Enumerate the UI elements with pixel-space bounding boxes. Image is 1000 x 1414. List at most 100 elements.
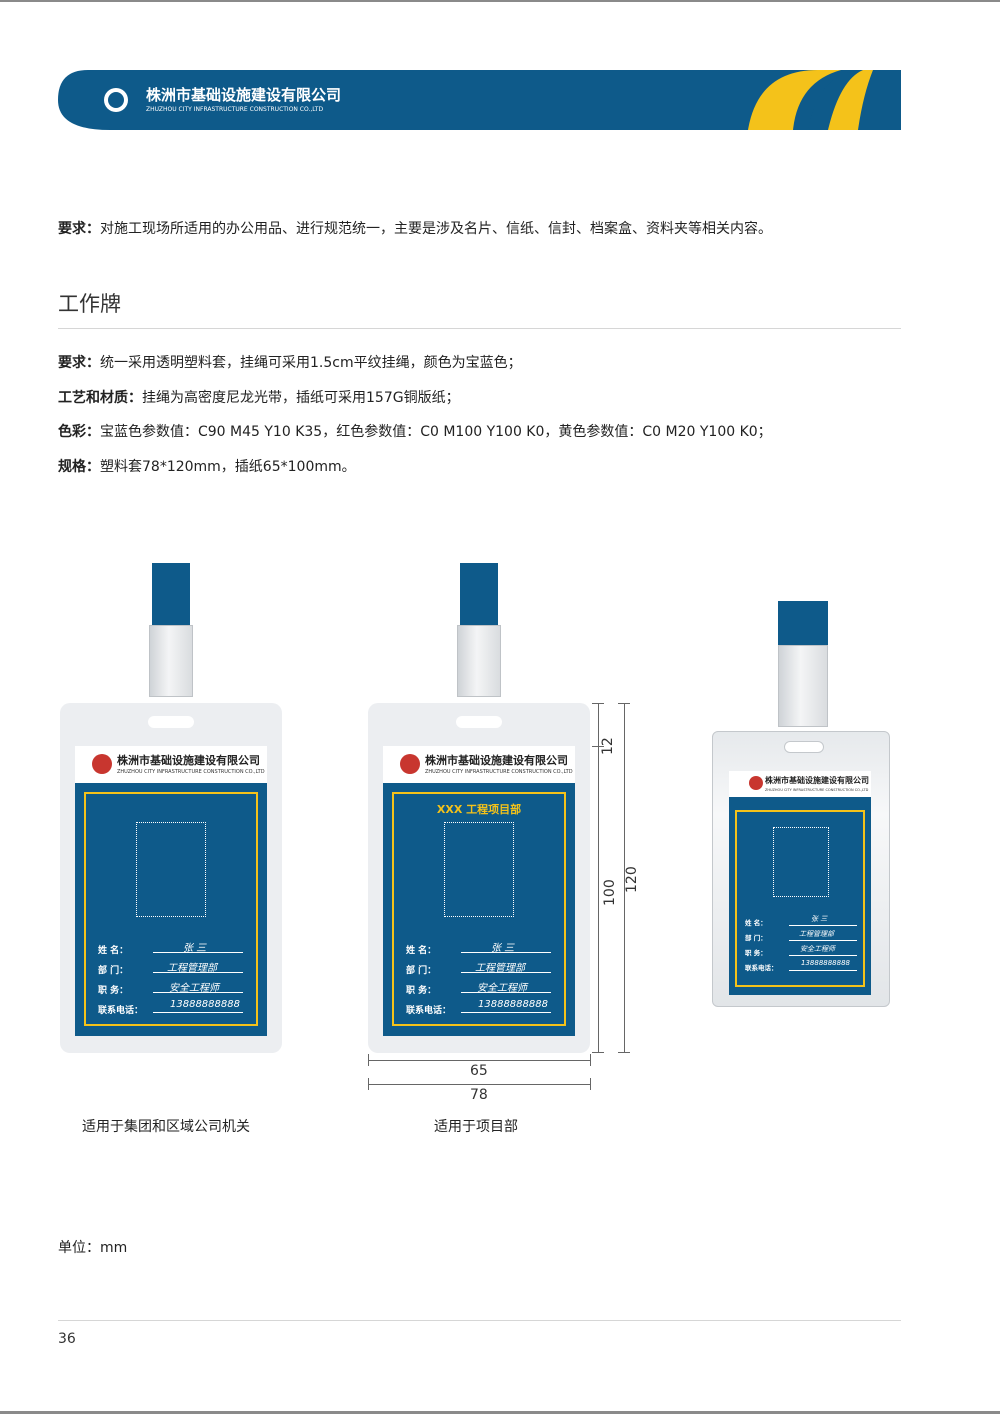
spec-text: 宝蓝色参数值：C90 M45 Y10 K35，红色参数值：C0 M100 Y10… — [100, 424, 772, 440]
intro-label: 要求： — [58, 221, 100, 237]
caption-office: 适用于集团和区域公司机关 — [82, 1119, 250, 1135]
dim-label-card: 100 — [602, 879, 618, 906]
card-company-name: 株洲市基础设施建设有限公司 — [425, 754, 568, 767]
field-value: 安全工程师 — [800, 945, 835, 953]
field-underline — [461, 952, 551, 953]
field-label: 姓 名： — [745, 919, 767, 927]
spec-text: 统一采用透明塑料套，挂绳可采用1.5cm平纹挂绳，颜色为宝蓝色； — [100, 355, 522, 371]
dim-label-case-width: 78 — [470, 1087, 488, 1103]
field-value: 安全工程师 — [169, 983, 219, 994]
field-value: 张 三 — [491, 943, 515, 954]
card-company-name: 株洲市基础设施建设有限公司 — [117, 754, 260, 767]
spec-requirement: 要求：统一采用透明塑料套，挂绳可采用1.5cm平纹挂绳，颜色为宝蓝色； — [58, 352, 522, 372]
field-underline — [153, 972, 243, 973]
unit-note: 单位：mm — [58, 1240, 128, 1256]
dim-line-card — [598, 746, 599, 1052]
lanyard-strap — [778, 601, 828, 645]
lanyard-clip — [778, 645, 828, 727]
spec-size: 规格：塑料套78*120mm，插纸65*100mm。 — [58, 456, 356, 476]
field-underline — [789, 955, 857, 956]
field-value: 工程管理部 — [475, 963, 525, 974]
field-underline — [789, 970, 857, 971]
field-label: 姓 名： — [406, 946, 437, 956]
lanyard-strap — [460, 563, 498, 633]
field-underline — [153, 1012, 243, 1013]
field-underline — [153, 992, 243, 993]
spec-label: 要求： — [58, 355, 100, 371]
spec-text: 挂绳为高密度尼龙光带，插纸可采用157G铜版纸； — [142, 390, 460, 406]
photo-placeholder — [444, 822, 514, 917]
field-label: 部 门： — [406, 966, 437, 976]
spec-label: 工艺和材质： — [58, 390, 142, 406]
spec-text: 塑料套78*120mm，插纸65*100mm。 — [100, 459, 356, 475]
case-slot — [784, 741, 824, 753]
header-company-english: ZHUZHOU CITY INFRASTRUCTURE CONSTRUCTION… — [146, 106, 324, 113]
spec-label: 规格： — [58, 459, 100, 475]
dim-tick — [618, 703, 630, 704]
dim-tick — [368, 1078, 369, 1090]
section-divider — [58, 328, 901, 329]
dim-line-case — [624, 703, 625, 1052]
dim-tick — [590, 1078, 591, 1090]
field-value: 工程管理部 — [167, 963, 217, 974]
field-label: 部 门： — [745, 934, 767, 942]
intro-requirement: 要求：对施工现场所适用的办公用品、进行规范统一，主要是涉及名片、信纸、信封、档案… — [58, 218, 772, 238]
page-number: 36 — [58, 1331, 76, 1347]
dim-label-header: 12 — [600, 737, 616, 755]
dim-tick — [592, 1052, 604, 1053]
field-label: 联系电话： — [98, 1006, 144, 1016]
section-title: 工作牌 — [58, 292, 121, 316]
field-value: 13888888888 — [478, 999, 548, 1010]
field-value: 13888888888 — [170, 999, 240, 1010]
header-banner: 株洲市基础设施建设有限公司 ZHUZHOU CITY INFRASTRUCTUR… — [58, 70, 901, 130]
field-label: 部 门： — [98, 966, 129, 976]
company-logo-icon — [104, 88, 128, 112]
field-label: 职 务： — [406, 986, 437, 996]
field-underline — [461, 1012, 551, 1013]
spec-label: 色彩： — [58, 424, 100, 440]
card-company-name: 株洲市基础设施建设有限公司 — [765, 776, 869, 785]
card-company-english: ZHUZHOU CITY INFRASTRUCTURE CONSTRUCTION… — [765, 788, 869, 792]
dim-tick — [618, 1052, 630, 1053]
case-slot — [456, 716, 502, 728]
card-company-english: ZHUZHOU CITY INFRASTRUCTURE CONSTRUCTION… — [425, 769, 573, 775]
photo-placeholder — [773, 827, 829, 897]
field-underline — [461, 972, 551, 973]
card-body: XXX 工程项目部 姓 名： 张 三 部 门： 工程管理部 职 务： 安全工程师… — [383, 783, 575, 1036]
field-label: 职 务： — [98, 986, 129, 996]
field-underline — [789, 940, 857, 941]
caption-project: 适用于项目部 — [434, 1119, 518, 1135]
field-label: 职 务： — [745, 949, 767, 957]
badge-group-office: 株洲市基础设施建设有限公司 ZHUZHOU CITY INFRASTRUCTUR… — [60, 563, 282, 1053]
field-value: 工程管理部 — [799, 930, 834, 938]
company-logo-icon — [400, 754, 420, 774]
dim-line-card-width — [368, 1060, 590, 1061]
dim-line-case-width — [368, 1084, 590, 1085]
photo-placeholder — [136, 822, 206, 917]
field-value: 安全工程师 — [477, 983, 527, 994]
field-label: 联系电话： — [406, 1006, 452, 1016]
dim-tick — [590, 1054, 591, 1066]
spec-color: 色彩：宝蓝色参数值：C90 M45 Y10 K35，红色参数值：C0 M100 … — [58, 421, 772, 441]
header-company-name: 株洲市基础设施建设有限公司 — [146, 86, 342, 104]
field-label: 联系电话： — [745, 964, 778, 972]
card-header: 株洲市基础设施建设有限公司 ZHUZHOU CITY INFRASTRUCTUR… — [729, 771, 871, 797]
top-rule — [0, 0, 1000, 2]
lanyard-strap — [152, 563, 190, 633]
company-logo-icon — [92, 754, 112, 774]
card-frame — [392, 792, 566, 1026]
field-value: 张 三 — [183, 943, 207, 954]
intro-text: 对施工现场所适用的办公用品、进行规范统一，主要是涉及名片、信纸、信封、档案盒、资… — [100, 221, 772, 237]
card-frame — [84, 792, 258, 1026]
card-header: 株洲市基础设施建设有限公司 ZHUZHOU CITY INFRASTRUCTUR… — [383, 746, 575, 783]
card-body: 姓 名： 张 三 部 门： 工程管理部 职 务： 安全工程师 联系电话： 138… — [729, 797, 871, 995]
dim-label-case: 120 — [624, 866, 640, 893]
card-header: 株洲市基础设施建设有限公司 ZHUZHOU CITY INFRASTRUCTUR… — [75, 746, 267, 783]
field-value: 13888888888 — [801, 959, 850, 967]
badge-horizontal: 株洲市基础设施建设有限公司 ZHUZHOU CITY INFRASTRUCTUR… — [712, 601, 890, 1007]
banner-shape — [58, 70, 901, 130]
lanyard-clip — [149, 625, 193, 697]
badge-project: 株洲市基础设施建设有限公司 ZHUZHOU CITY INFRASTRUCTUR… — [368, 563, 590, 1053]
case-slot — [148, 716, 194, 728]
field-label: 姓 名： — [98, 946, 129, 956]
